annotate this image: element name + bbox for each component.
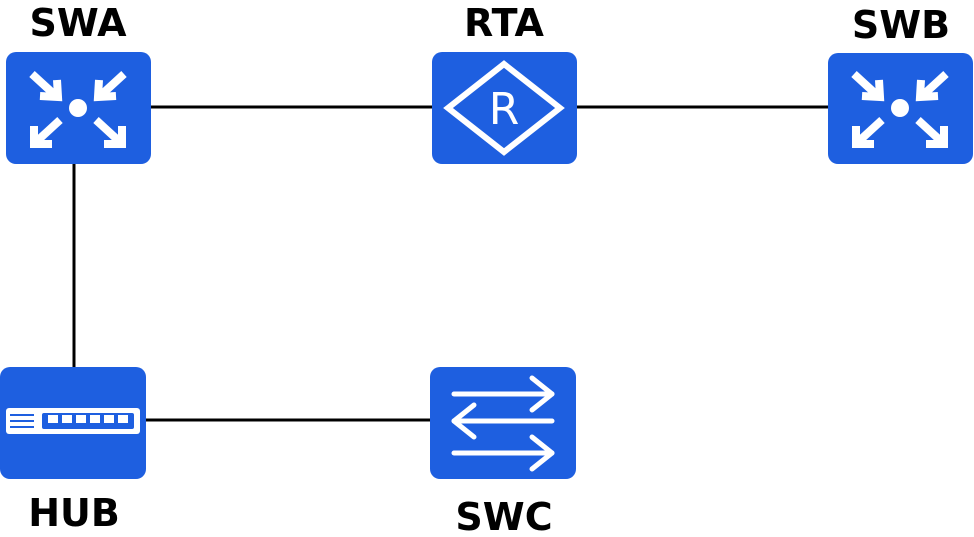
layer3-switch-icon [29, 71, 127, 148]
node-swa[interactable]: SWA [6, 1, 151, 164]
node-label-swb: SWB [852, 3, 950, 47]
node-swb[interactable]: SWB [828, 3, 973, 164]
node-label-swc: SWC [455, 495, 552, 537]
layer3-switch-icon [851, 71, 949, 148]
node-swc[interactable]: SWC [430, 367, 576, 537]
router-icon: R [443, 60, 565, 156]
node-label-swa: SWA [30, 1, 128, 45]
node-hub[interactable]: HUB [0, 367, 146, 535]
switch-icon [451, 375, 555, 472]
router-letter: R [489, 84, 520, 135]
node-label-rta: RTA [464, 1, 545, 45]
links [72, 105, 830, 422]
device-box-rta [432, 52, 577, 164]
hub-icon [6, 408, 140, 434]
node-label-hub: HUB [28, 491, 120, 535]
node-rta[interactable]: RTA R [432, 1, 577, 164]
